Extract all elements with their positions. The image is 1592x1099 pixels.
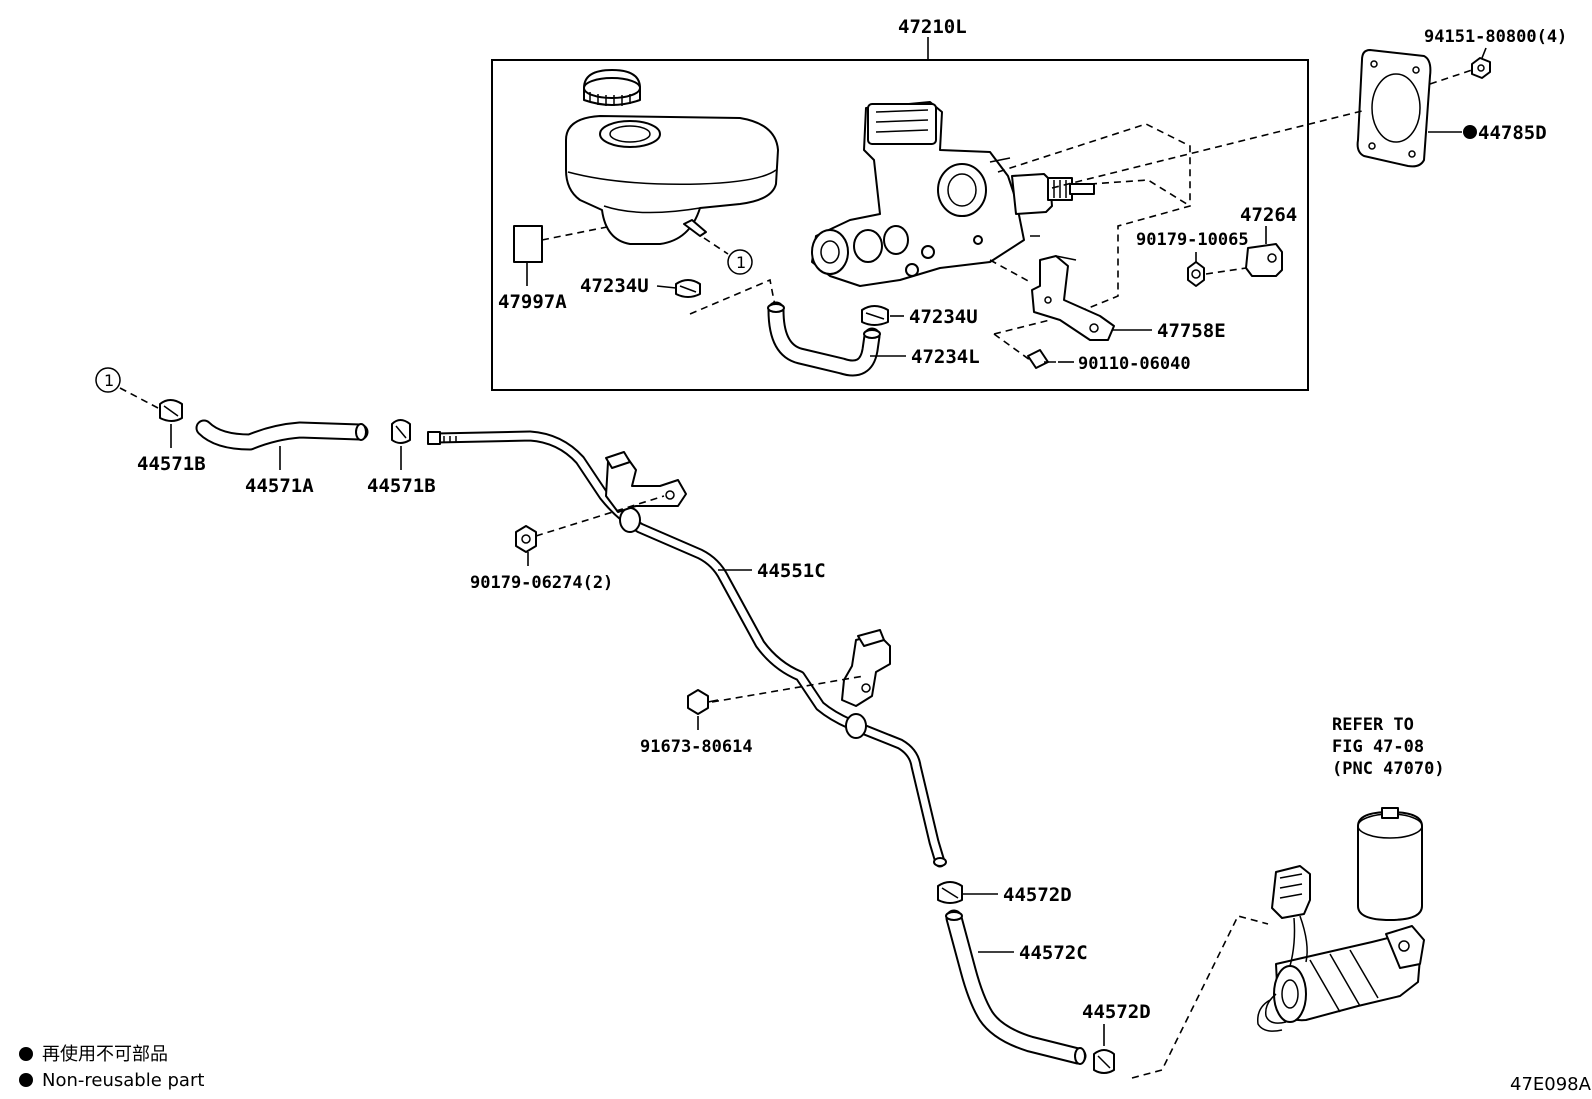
hose-44571A: [195, 419, 369, 451]
legend-line-en: Non-reusable part: [42, 1070, 204, 1091]
pipe-bracket-upper: [605, 451, 687, 513]
clip-44571B-left: [159, 399, 183, 422]
label-90110-06040: 90110-06040: [1078, 354, 1191, 374]
label-44572D-lower: 44572D: [1082, 1001, 1151, 1023]
label-47997A: 47997A: [498, 291, 567, 313]
label-47758E: 47758E: [1157, 320, 1226, 342]
brake-pump-motor-assembly: [1257, 807, 1425, 1032]
non-reusable-marker-44785D: [1463, 125, 1477, 139]
refer-note-line-3: (PNC 47070): [1332, 759, 1445, 779]
label-44551C: 44551C: [757, 560, 826, 582]
bracket-47758E: [1031, 255, 1115, 341]
label-94151-80800: 94151-80800(4): [1424, 27, 1567, 47]
label-47210L: 47210L: [898, 16, 967, 38]
label-44572D-upper: 44572D: [1003, 884, 1072, 906]
clip-47234U-lower: [861, 305, 889, 326]
clip-47234U-upper: [675, 279, 701, 298]
assembly-box-47210L: [491, 59, 1309, 391]
bracket-47264: [1245, 243, 1283, 277]
label-44571B-right: 44571B: [367, 475, 436, 497]
refer-note-line-1: REFER TO: [1332, 715, 1414, 735]
label-44571A: 44571A: [245, 475, 314, 497]
bolt-91673-80614: [687, 689, 719, 715]
nut-90179-10065: [1187, 261, 1205, 287]
grommet-lower: [845, 713, 867, 739]
label-44785D: 44785D: [1478, 122, 1547, 144]
label-44572C: 44572C: [1019, 942, 1088, 964]
clip-44572D-upper: [937, 881, 963, 904]
nut-94151-80800: [1471, 57, 1491, 79]
master-cylinder-assembly: [811, 101, 1095, 287]
pipe-bracket-lower: [841, 629, 891, 707]
nut-90179-06274: [515, 525, 537, 553]
clip-44571B-right: [391, 419, 411, 444]
hose-44572C: [945, 909, 1087, 1065]
label-plate-47997A: [513, 225, 543, 263]
pipe-44551C: [427, 430, 947, 868]
ref-circle-1-left: [95, 367, 121, 393]
bolt-90110-06040: [1027, 349, 1056, 369]
hose-47234L: [767, 301, 881, 377]
clip-44572D-lower: [1093, 1049, 1115, 1074]
label-47234L: 47234L: [911, 346, 980, 368]
legend-line-jp: 再使用不可部品: [42, 1044, 168, 1065]
grommet-upper: [619, 507, 641, 533]
refer-note-line-2: FIG 47-08: [1332, 737, 1424, 757]
legend-bullet-en: [19, 1073, 33, 1087]
ref-circle-1-top: [727, 249, 753, 275]
label-47264: 47264: [1240, 204, 1297, 226]
figure-id: 47E098A: [1510, 1074, 1592, 1095]
label-90179-06274: 90179-06274(2): [470, 573, 613, 593]
svg-text:1: 1: [104, 371, 114, 390]
label-47234U-lower: 47234U: [909, 306, 978, 328]
reservoir-cap: [583, 69, 641, 106]
legend-bullet-jp: [19, 1047, 33, 1061]
label-90179-10065: 90179-10065: [1136, 230, 1249, 250]
label-44571B-left: 44571B: [137, 453, 206, 475]
gasket-44785D: [1356, 49, 1432, 168]
label-91673-80614: 91673-80614: [640, 737, 753, 757]
reservoir-tank: [565, 115, 779, 245]
svg-text:1: 1: [736, 253, 746, 272]
label-47234U-upper: 47234U: [580, 275, 649, 297]
